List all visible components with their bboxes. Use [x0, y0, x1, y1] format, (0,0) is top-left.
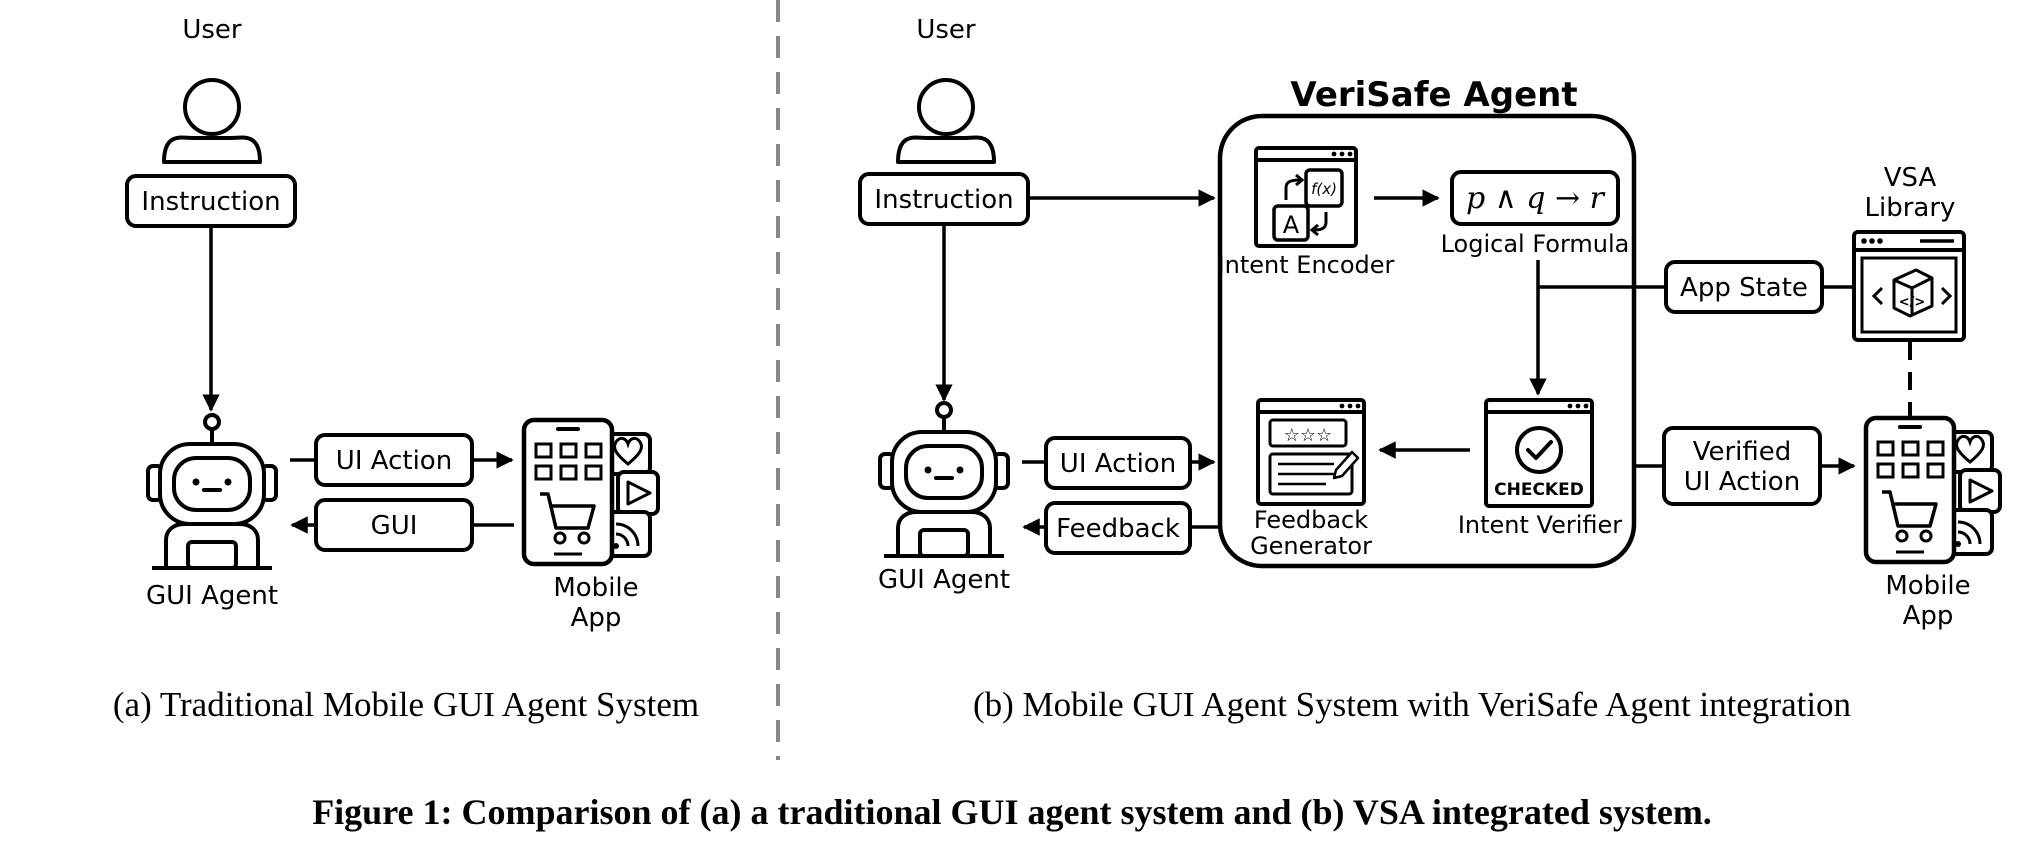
caption-a: (a) Traditional Mobile GUI Agent System: [113, 685, 699, 724]
formula-box: [1450, 170, 1620, 226]
verified-label-1: Verified: [1693, 437, 1792, 467]
robot-icon-b: [878, 401, 1010, 558]
feedback-generator-icon: ☆☆☆: [1256, 398, 1366, 506]
instruction-label-b: Instruction: [874, 185, 1013, 215]
user-icon-b: [896, 78, 996, 164]
gui-agent-label-a: GUI Agent: [146, 581, 278, 611]
feedback-label-b: Feedback: [1056, 514, 1180, 544]
encoder-letter-glyph: A: [1283, 211, 1300, 239]
verified-label-2: UI Action: [1684, 467, 1800, 497]
intent-encoder-label: Intent Encoder: [1218, 251, 1395, 279]
intent-encoder-icon: f(x) A: [1254, 146, 1358, 248]
checked-label: CHECKED: [1494, 480, 1584, 500]
vsa-library-icon: </>: [1852, 230, 1966, 342]
mobile-app-icon-b: [1866, 418, 2000, 562]
intent-verifier-label: Intent Verifier: [1458, 511, 1622, 539]
figure-caption: Figure 1: Comparison of (a) a traditiona…: [312, 792, 1712, 832]
mobile-app-label-b-2: App: [1903, 601, 1954, 631]
vsa-library-label-1: VSA: [1884, 163, 1937, 193]
user-label-a: User: [182, 15, 242, 45]
ui-action-label-a: UI Action: [336, 446, 452, 476]
verisafe-container: [1217, 113, 1637, 569]
mobile-app-label-a-1: Mobile: [553, 573, 638, 603]
app-state-label: App State: [1680, 273, 1808, 303]
gui-label-a: GUI: [371, 511, 418, 541]
panel-a: User Instruction GUI Agent UI Action GUI…: [113, 15, 699, 724]
svg-text:☆☆☆: ☆☆☆: [1284, 425, 1332, 446]
panel-b: User Instruction GUI Agent UI Action Fee…: [858, 15, 2000, 724]
robot-icon-a: [146, 413, 278, 570]
mobile-app-label-b-1: Mobile: [1885, 571, 1970, 601]
instruction-label-a: Instruction: [141, 187, 280, 217]
verisafe-title: VeriSafe Agent: [1290, 75, 1577, 115]
gui-agent-label-b: GUI Agent: [878, 565, 1010, 595]
caption-b: (b) Mobile GUI Agent System with VeriSaf…: [973, 685, 1851, 724]
user-label-b: User: [916, 15, 976, 45]
intent-verifier-icon: CHECKED: [1484, 398, 1594, 508]
feedback-generator-label-2: Generator: [1250, 532, 1372, 560]
vsa-library-label-2: Library: [1865, 193, 1956, 223]
svg-text:</>: </>: [1899, 295, 1926, 310]
feedback-generator-label-1: Feedback: [1254, 506, 1368, 534]
formula-text: p ∧ q → r: [1466, 181, 1606, 216]
encoder-func-glyph: f(x): [1311, 180, 1337, 198]
ui-action-label-b: UI Action: [1060, 449, 1176, 479]
user-icon-a: [162, 78, 262, 164]
logical-formula-label: Logical Formula: [1441, 230, 1630, 258]
mobile-app-icon-a: [524, 420, 658, 564]
mobile-app-label-a-2: App: [571, 603, 622, 633]
